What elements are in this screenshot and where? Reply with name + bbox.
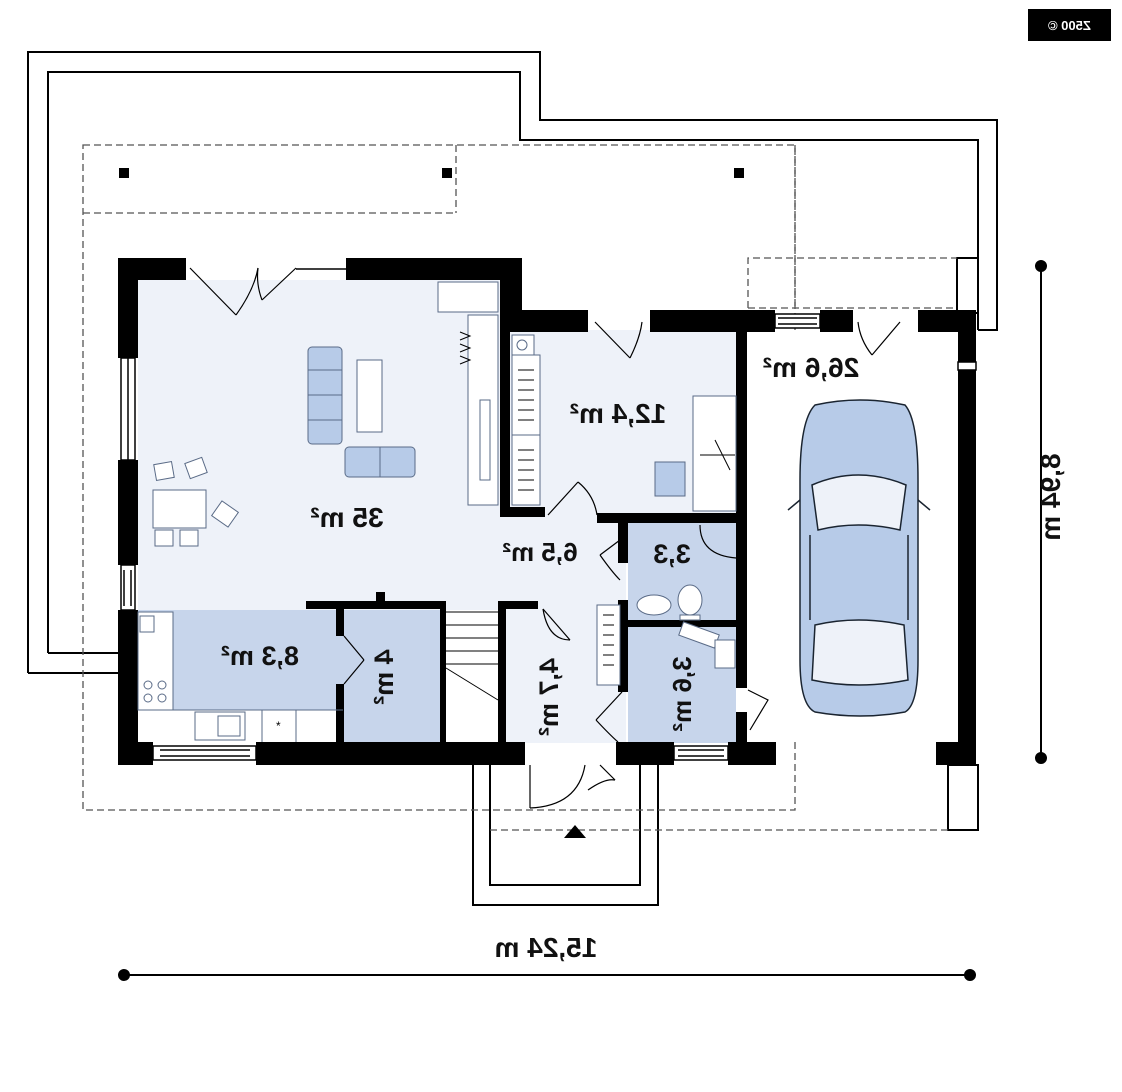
bathroom-fixtures bbox=[636, 584, 736, 669]
dimension-depth-label: 8,94 m bbox=[1035, 453, 1066, 540]
room-area-kitchen: 8,3 m² bbox=[221, 641, 299, 671]
walls bbox=[118, 258, 976, 765]
dimension-lines bbox=[118, 260, 1047, 981]
room-area-bathroom: 3,3 bbox=[653, 539, 691, 569]
car-icon bbox=[787, 399, 931, 717]
room-area-garage: 26,6 m² bbox=[763, 352, 860, 383]
roof-outline bbox=[27, 51, 998, 906]
room-labels: 35 m² 8,3 m² 12,4 m² 6,5 m² 3,3 26,6 m² … bbox=[221, 352, 1066, 963]
office-furniture bbox=[511, 334, 737, 686]
posts bbox=[119, 168, 744, 178]
room-area-pantry: 4 m² bbox=[369, 649, 399, 705]
furniture bbox=[152, 281, 499, 547]
dimension-width-label: 15,24 m bbox=[495, 932, 598, 963]
room-area-hall: 6,5 m² bbox=[502, 537, 577, 567]
kitchen-fixtures: * bbox=[137, 611, 343, 742]
room-area-living: 35 m² bbox=[310, 502, 383, 533]
room-area-office: 12,4 m² bbox=[570, 398, 667, 429]
room-area-boiler: 3,6 m² bbox=[667, 656, 697, 731]
entrance-marker bbox=[564, 825, 586, 838]
room-area-vestibule: 4,7 m² bbox=[534, 658, 564, 736]
stairs bbox=[445, 611, 499, 701]
copyright-badge: Z500 © bbox=[1028, 9, 1111, 41]
windows bbox=[120, 262, 977, 761]
svg-text:*: * bbox=[276, 719, 281, 733]
dashed-outline bbox=[82, 144, 957, 831]
doors bbox=[189, 267, 901, 809]
